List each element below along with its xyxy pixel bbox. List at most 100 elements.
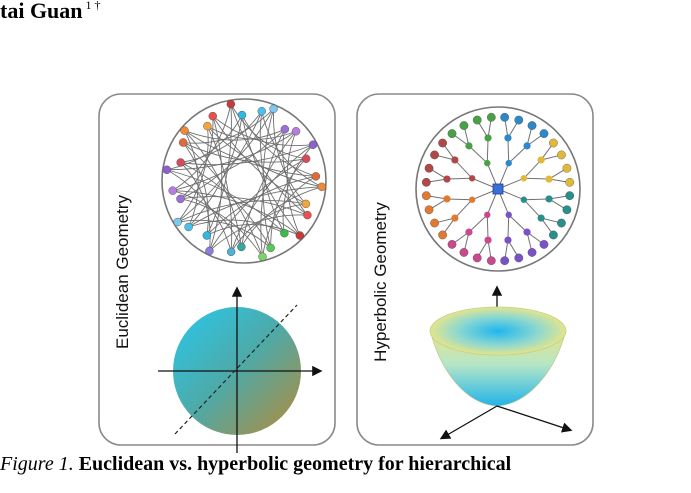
euclidean-edge <box>180 108 274 200</box>
euclidean-node <box>317 182 326 192</box>
euclidean-node <box>280 229 289 238</box>
euclidean-edge <box>212 115 314 147</box>
euclidean-node <box>202 231 212 240</box>
hyperbolic-edge <box>507 214 510 241</box>
hyperbolic-node <box>484 211 491 219</box>
euclidean-node <box>311 172 321 181</box>
euclidean-edge <box>180 196 308 216</box>
hyperbolic-edge <box>468 214 488 233</box>
euclidean-nodes <box>162 99 326 261</box>
hyperbolic-node <box>523 228 531 236</box>
euclidean-node <box>301 154 311 163</box>
hyperbolic-edge <box>508 145 528 164</box>
euclidean-edge <box>209 158 307 252</box>
euclidean-edge <box>273 108 307 205</box>
euclidean-node <box>303 210 312 220</box>
euclidean-plane-diagram <box>158 286 323 453</box>
euclidean-boundary-circle <box>161 98 327 264</box>
hyperbolic-edge <box>507 137 510 164</box>
euclidean-node <box>184 222 193 232</box>
euclidean-edge <box>166 130 297 171</box>
euclidean-edge <box>262 175 317 257</box>
euclidean-edge <box>184 130 316 177</box>
hyperbolic-node <box>468 175 476 182</box>
euclidean-graph <box>161 98 327 264</box>
euclidean-node <box>180 126 189 135</box>
hyperbolic-node <box>486 112 496 122</box>
hyperbolic-edge <box>523 177 550 180</box>
euclidean-node <box>301 199 311 209</box>
hyperbolic-edge <box>454 199 473 219</box>
euclidean-node <box>205 246 214 256</box>
hyperbolic-node <box>443 195 451 203</box>
euclidean-edge <box>184 130 199 228</box>
euclidean-edge <box>180 116 214 200</box>
euclidean-node <box>291 127 301 136</box>
euclidean-node <box>168 186 177 195</box>
euclidean-edge <box>184 130 242 248</box>
hyperbolic-node <box>520 196 528 203</box>
euclidean-edge <box>180 144 314 166</box>
hyperbolic-node <box>447 129 457 138</box>
hyperbolic-edge <box>486 214 489 241</box>
hyperbolic-node <box>465 228 473 236</box>
hyperbolic-node <box>545 195 553 203</box>
hyperbolic-node <box>421 191 431 201</box>
euclidean-edge <box>182 142 209 236</box>
euclidean-node <box>258 252 267 261</box>
euclidean-edge <box>241 114 316 177</box>
hyperbolic-edge <box>523 159 542 179</box>
euclidean-node <box>173 217 182 227</box>
hyperbolic-node <box>523 142 531 150</box>
euclidean-node <box>295 231 305 240</box>
hyperbolic-node <box>505 211 512 219</box>
hyperbolic-node <box>537 156 545 164</box>
euclidean-edge <box>230 103 308 216</box>
euclidean-edge <box>188 186 322 228</box>
euclidean-node <box>280 124 290 134</box>
hyperbolic-panel-label: Hyperbolic Geometry <box>371 202 390 362</box>
hyperbolic-panel: Hyperbolic Geometry <box>356 93 594 446</box>
euclidean-edge <box>182 142 307 163</box>
euclidean-edge <box>240 186 322 248</box>
euclidean-edge <box>206 125 233 252</box>
euclidean-edge <box>212 115 307 205</box>
hyperbolic-node <box>537 214 545 222</box>
hyperbolic-node <box>504 236 512 244</box>
euclidean-edge <box>166 169 285 234</box>
hyperbolic-bowl-rim <box>429 306 567 356</box>
hyperbolic-edge <box>446 198 473 201</box>
euclidean-node <box>237 242 246 252</box>
euclidean-node <box>308 140 318 149</box>
euclidean-panel-label: Euclidean Geometry <box>113 194 132 349</box>
author-name: tai Guan <box>0 0 83 23</box>
hyperbolic-edge <box>508 214 528 233</box>
hyperbolic-node <box>484 236 492 244</box>
hyperbolic-node <box>549 230 558 240</box>
hyperbolic-edge <box>446 177 473 180</box>
euclidean-edge <box>180 198 263 258</box>
euclidean-edge <box>230 203 306 253</box>
author-affiliation-marks: 1 † <box>85 0 101 12</box>
hyperbolic-edge <box>468 145 488 164</box>
hyperbolic-node <box>520 175 528 182</box>
hyperbolic-node <box>545 175 553 183</box>
hyperbolic-node <box>459 121 469 130</box>
hyperbolic-node <box>424 163 434 173</box>
euclidean-panel: Euclidean Geometry <box>98 93 336 453</box>
hyperbolic-node <box>421 177 431 187</box>
hyperbolic-node <box>424 205 434 215</box>
euclidean-edge <box>207 125 297 140</box>
hyperbolic-node <box>539 240 549 249</box>
hyperbolic-tree <box>415 106 581 272</box>
euclidean-edge <box>177 219 271 249</box>
euclidean-node <box>208 111 217 121</box>
euclidean-node <box>226 99 236 109</box>
hyperbolic-node <box>438 138 447 148</box>
euclidean-edge <box>206 104 232 236</box>
euclidean-edge <box>207 125 322 188</box>
euclidean-dashed-line <box>174 304 298 435</box>
caption-title: Euclidean vs. hyperbolic geometry for hi… <box>78 453 512 475</box>
figure-caption: Figure 1. Euclidean vs. hyperbolic geome… <box>0 453 691 476</box>
hyperbolic-nodes <box>421 112 575 266</box>
